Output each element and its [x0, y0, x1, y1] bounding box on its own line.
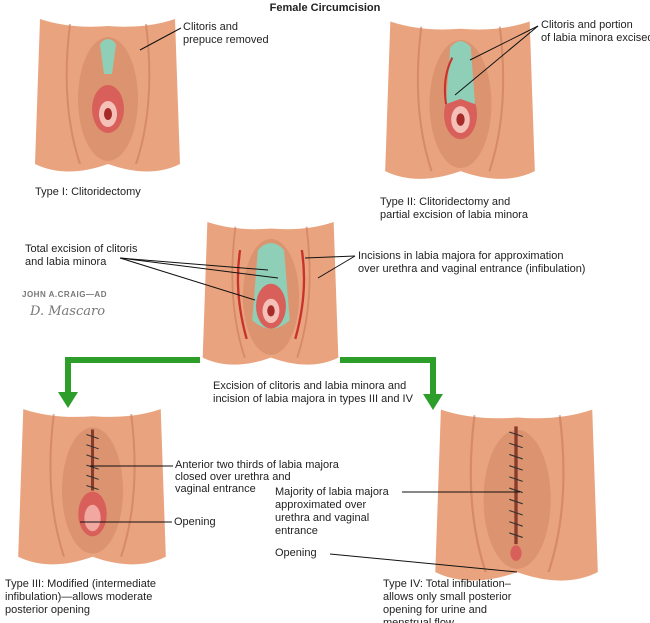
label-type4-opening: Opening — [275, 547, 317, 559]
caption-type4: Type IV: Total infibulation– allows only… — [383, 578, 512, 623]
label-type2: Clitoris and portion of labia minora exc… — [541, 19, 650, 44]
caption-type1: Type I: Clitoridectomy — [35, 186, 141, 198]
label-type4-top: Majority of labia majora approximated ov… — [275, 486, 389, 537]
label-center-right: Incisions in labia majora for approximat… — [358, 250, 586, 275]
illustration-type1 — [34, 18, 181, 173]
illustration-center — [201, 221, 340, 366]
signature-craig: JOHN A.CRAIG—AD — [22, 290, 107, 299]
caption-center: Excision of clitoris and labia minora an… — [213, 380, 413, 405]
label-type1: Clitoris and prepuce removed — [183, 21, 269, 46]
illustration-type2 — [384, 20, 536, 180]
illustration-type4 — [434, 408, 599, 582]
illustration-type3 — [17, 408, 167, 566]
label-type3-top: Anterior two thirds of labia majora clos… — [175, 459, 339, 495]
label-center-left: Total excision of clitoris and labia min… — [25, 243, 138, 268]
diagram-title: Female Circumcision — [269, 2, 381, 14]
caption-type3: Type III: Modified (intermediate infibul… — [5, 578, 157, 616]
caption-type2: Type II: Clitoridectomy and partial exci… — [380, 196, 528, 221]
label-type3-opening: Opening — [174, 516, 216, 528]
signature-mascaro: D. Mascaro — [30, 304, 106, 319]
